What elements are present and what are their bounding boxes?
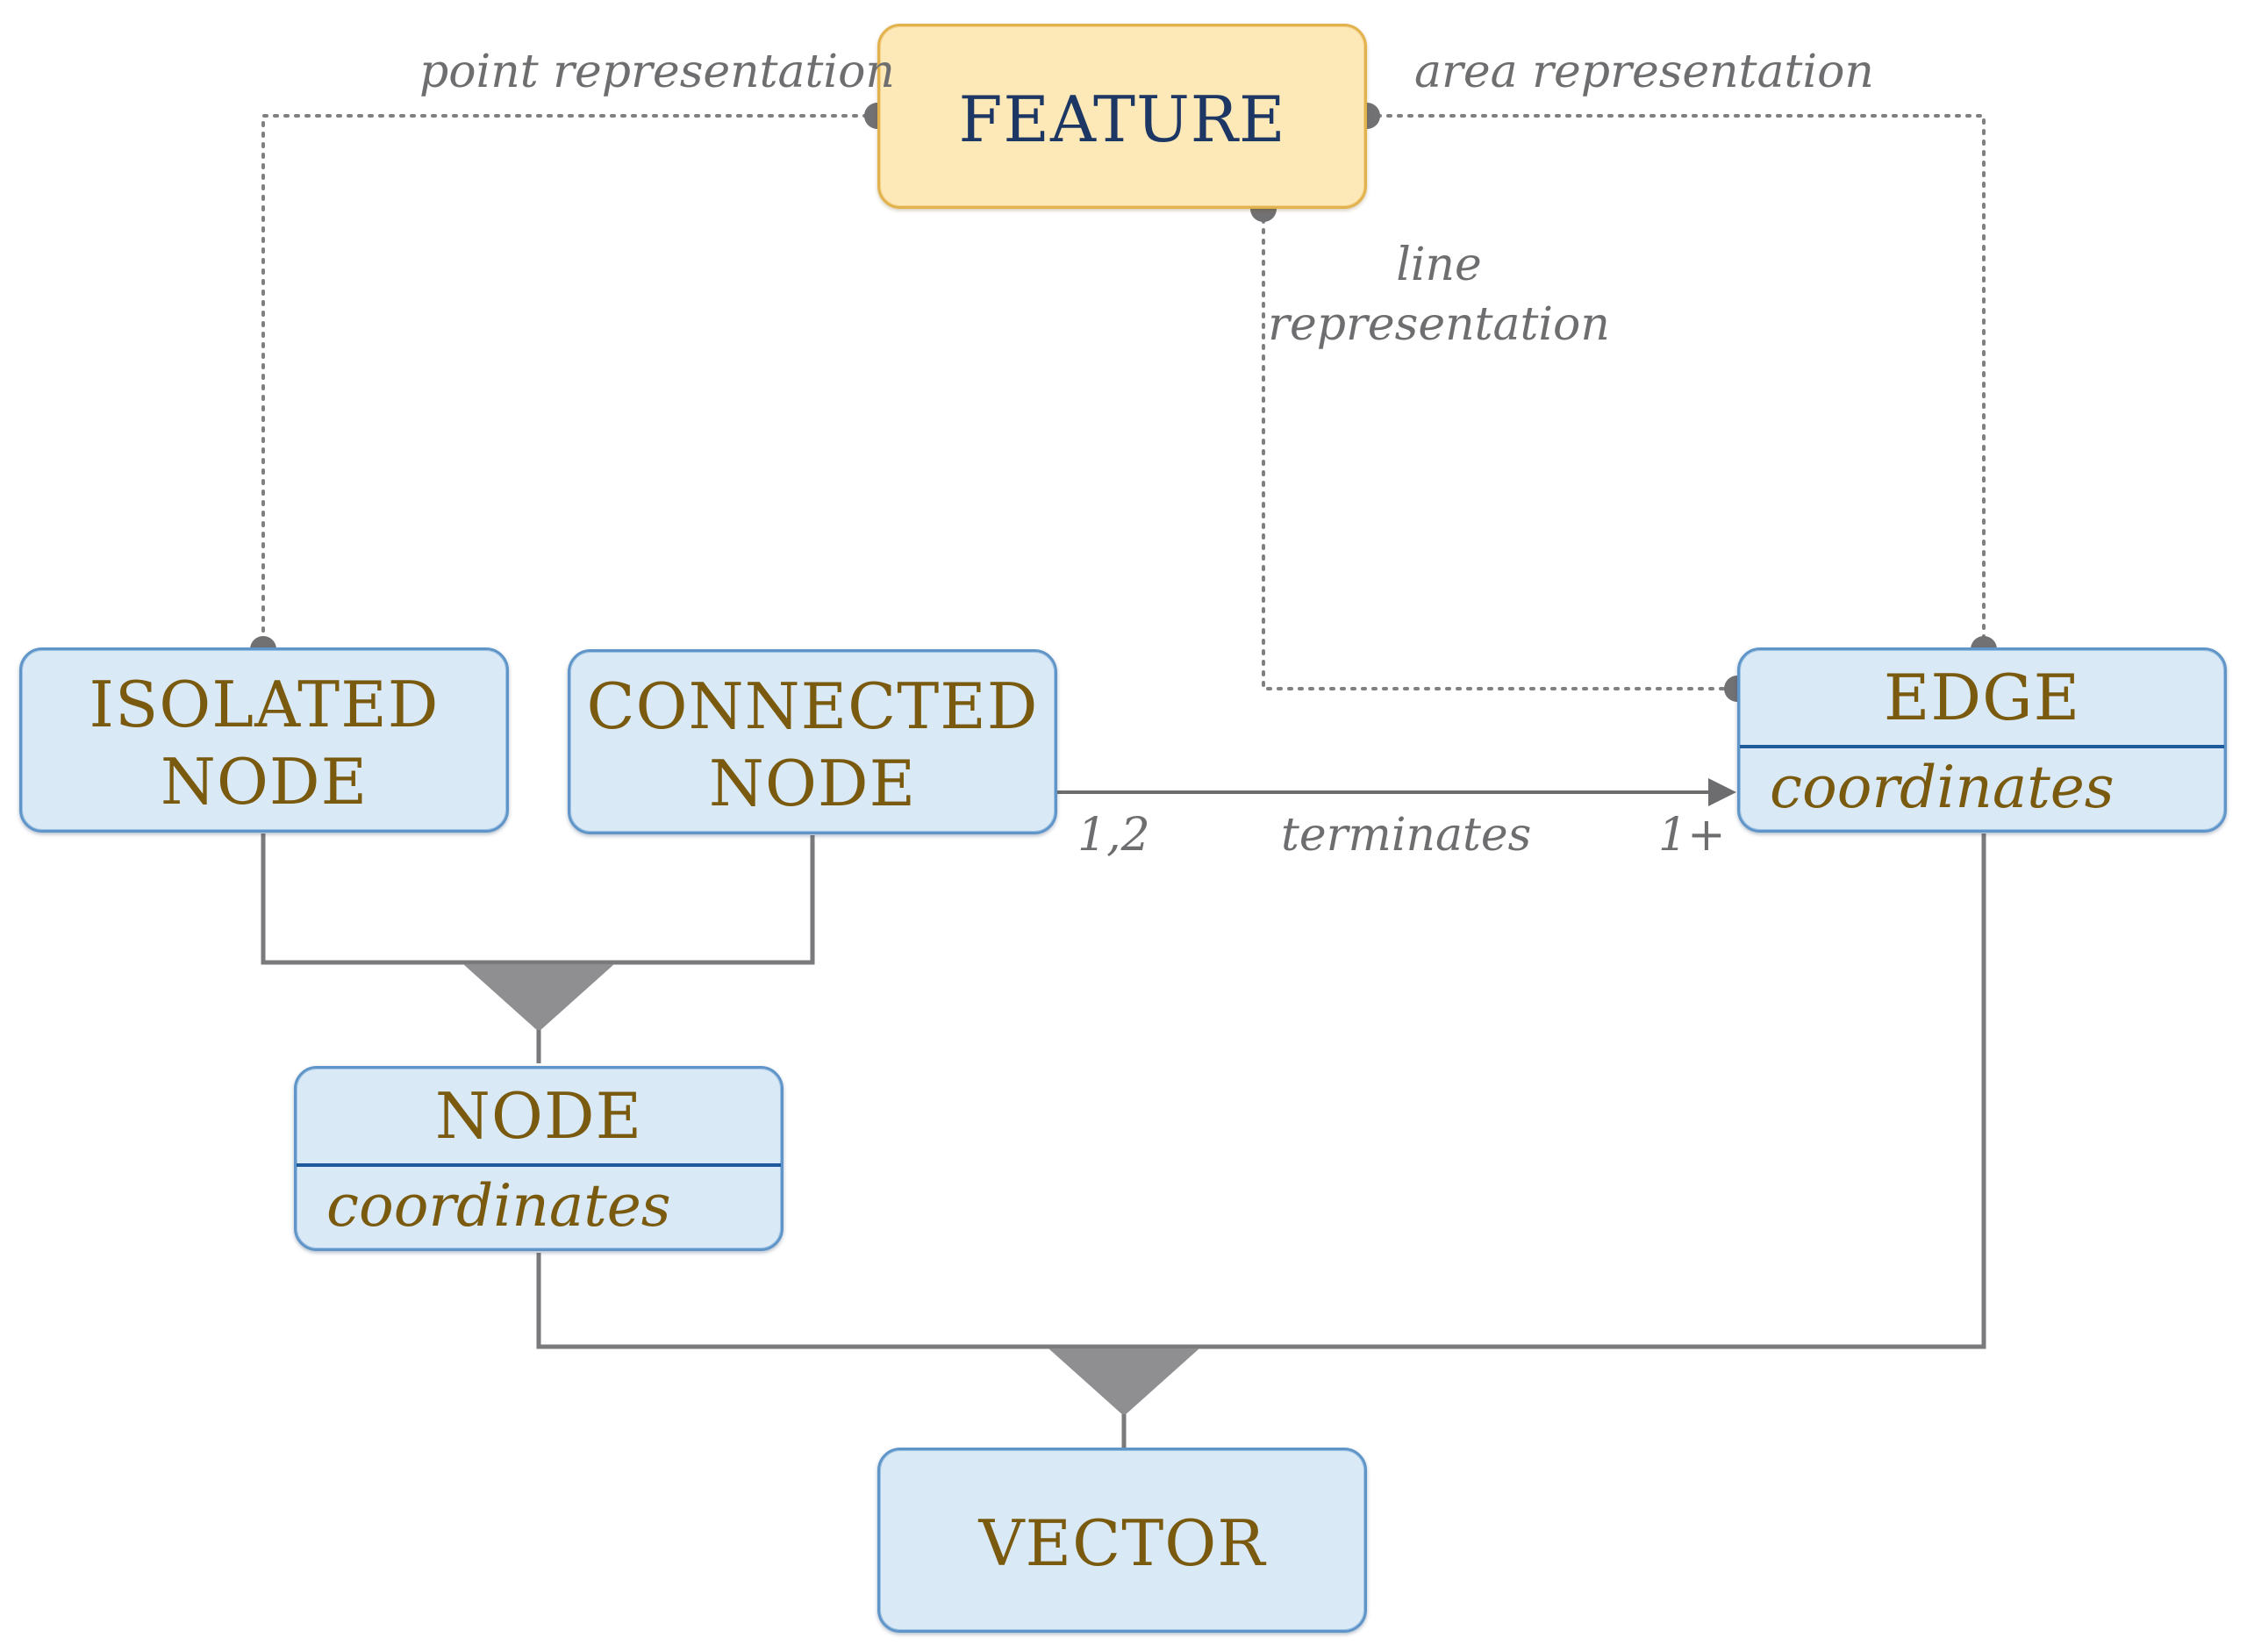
node-specialization-triangle [463,964,614,1032]
line-representation-label-line2: representation [1268,298,1610,351]
node-subtype-connector [261,833,815,965]
isolated-node-label-line1: ISOLATED [89,667,440,741]
node-coordinates-attribute: coordinates [297,1163,781,1246]
isolated-node-label-line2: NODE [160,744,369,819]
point-representation-label: point representation [419,46,895,98]
edge-coordinates-attribute: coordinates [1740,745,2224,827]
terminates-label: terminates [1281,809,1532,862]
line-representation-label-line1: line [1396,239,1482,291]
vector-subtype-connector [536,833,1986,1349]
point-representation-link [261,114,879,651]
isolated-node-entity[interactable]: ISOLATED NODE [19,647,509,833]
connected-node-label-line1: CONNECTED [586,669,1039,743]
line-representation-link [1262,207,1739,690]
node-entity[interactable]: NODE coordinates [294,1066,784,1251]
feature-entity-label: FEATURE [958,82,1286,156]
edge-entity-label: EDGE [1883,661,2081,734]
line-representation-label: line representation [1263,239,1614,351]
area-representation-link [1365,114,1986,651]
edge-entity[interactable]: EDGE coordinates [1737,647,2227,833]
feature-entity[interactable]: FEATURE [877,24,1367,209]
node-entity-label: NODE [434,1079,643,1153]
vector-entity[interactable]: VECTOR [877,1448,1367,1633]
connected-node-label-line2: NODE [708,746,917,820]
area-representation-label: area representation [1414,46,1874,98]
connected-node-entity[interactable]: CONNECTED NODE [568,649,1057,834]
vector-specialization-triangle [1048,1348,1199,1416]
cardinality-source-label: 1,2 [1077,809,1150,862]
cardinality-target-label: 1+ [1658,809,1726,862]
vector-entity-label: VECTOR [978,1505,1266,1580]
